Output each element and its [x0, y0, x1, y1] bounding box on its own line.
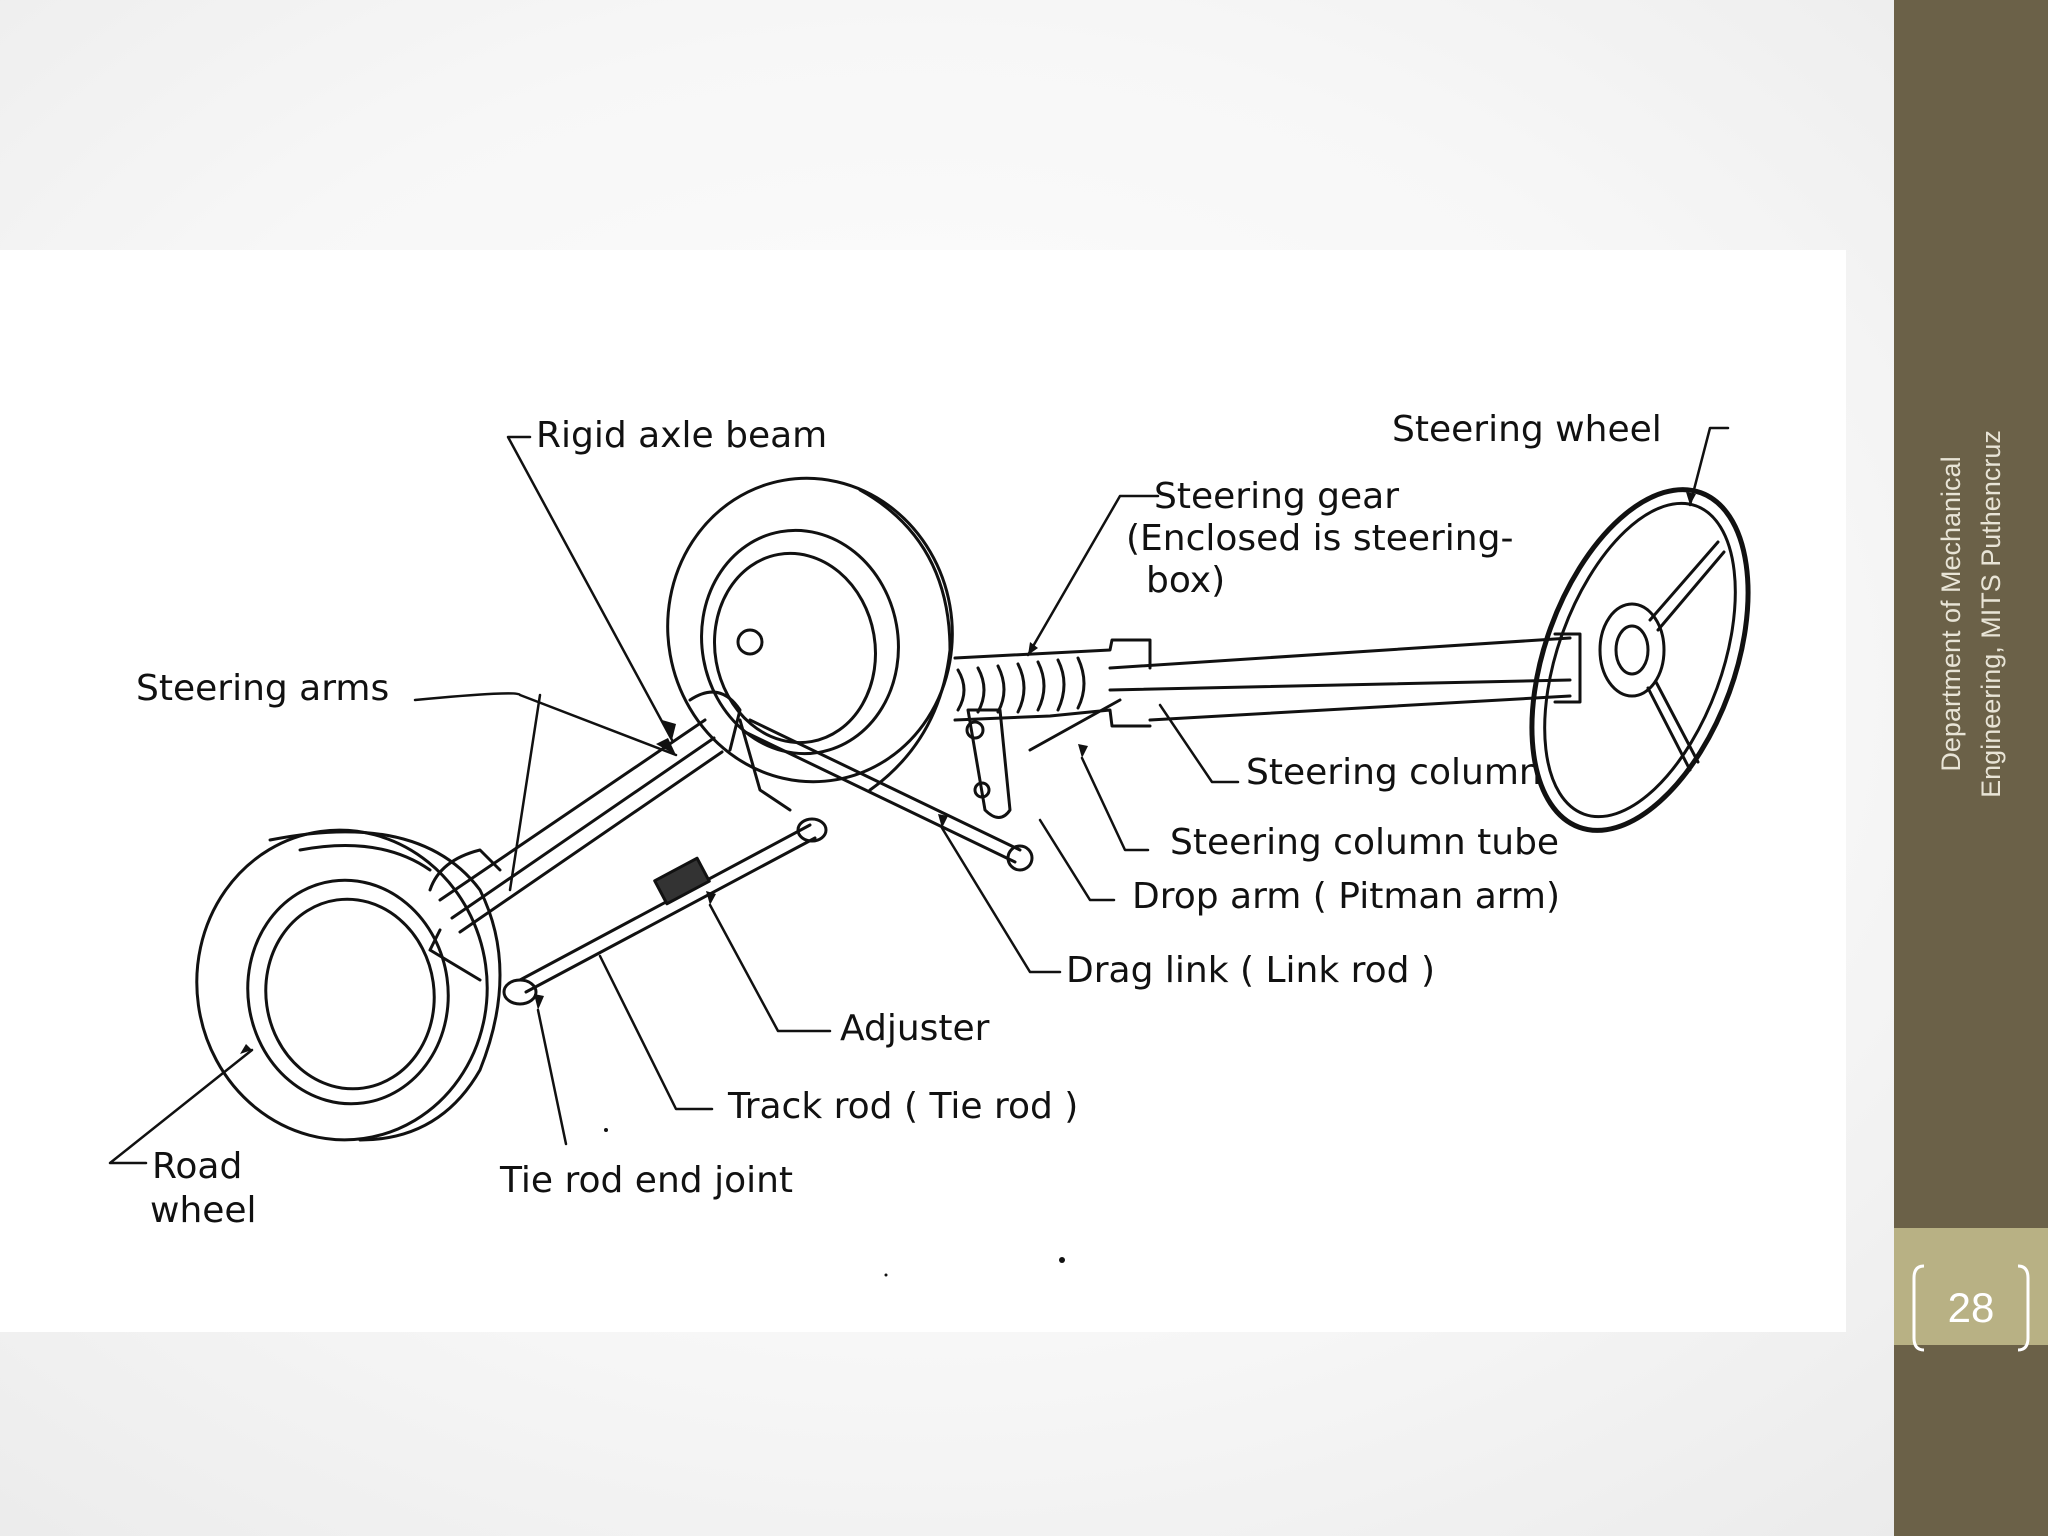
label-steering-gear: Steering gear [1154, 476, 1400, 517]
label-drop-arm: Drop arm ( Pitman arm) [1132, 876, 1561, 917]
label-steering-arms: Steering arms [136, 668, 390, 709]
label-steering-column-tube: Steering column tube [1170, 822, 1560, 863]
page-number-bracket [1912, 1264, 2030, 1352]
steering-system-drawing [108, 426, 1751, 1277]
sidebar-footer: Department of Mechanical Engineering, MI… [1894, 0, 2048, 1228]
label-tie-rod-end-joint: Tie rod end joint [500, 1160, 794, 1201]
steering-arms [428, 718, 792, 982]
drag-link [743, 718, 1034, 872]
label-steering-gear-box: box) [1146, 560, 1226, 601]
drop-arm [965, 708, 1012, 819]
department-line-1: Department of Mechanical [1936, 456, 1967, 772]
label-road-wheel-line2: wheel [150, 1190, 257, 1231]
steering-gear-box [953, 638, 1152, 752]
track-rod [502, 817, 828, 1006]
left-road-wheel [195, 828, 502, 1142]
steering-system-figure: Rigid axle beam Steering wheel Steering … [0, 250, 1846, 1332]
label-steering-gear-note: (Enclosed is steering- [1126, 518, 1514, 559]
arrow-heads [240, 492, 1696, 1054]
label-track-rod: Track rod ( Tie rod ) [728, 1086, 1079, 1127]
steering-column [1108, 632, 1582, 722]
rigid-axle-beam [428, 690, 742, 934]
label-rigid-axle-beam: Rigid axle beam [536, 415, 828, 456]
label-drag-link: Drag link ( Link rod ) [1066, 950, 1436, 991]
page-number: 28 [1947, 1284, 1995, 1331]
label-adjuster: Adjuster [840, 1008, 990, 1049]
label-steering-column: Steering column [1246, 752, 1542, 793]
page-number-box [1894, 1228, 2048, 1345]
steering-wheel [1529, 487, 1751, 833]
label-road-wheel-line1: Road [152, 1146, 243, 1187]
label-steering-wheel: Steering wheel [1392, 409, 1662, 450]
leader-lines [108, 426, 1730, 1165]
department-line-2: Engineering, MITS Puthencruz [1976, 430, 2007, 798]
